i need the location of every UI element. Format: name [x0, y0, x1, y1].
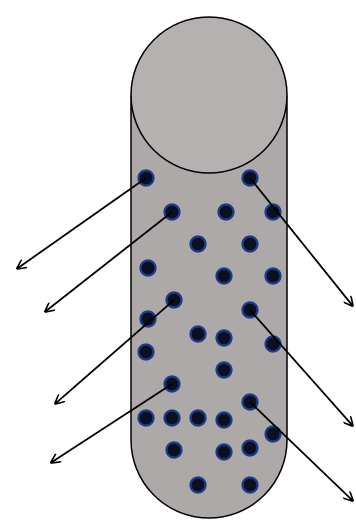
cylinder-top-cap	[131, 17, 287, 173]
particle-23	[217, 445, 232, 460]
particle-15	[266, 337, 281, 352]
particle-28	[165, 411, 180, 426]
particle-14	[139, 345, 154, 360]
particle-13	[191, 327, 206, 342]
particle-30	[217, 413, 232, 428]
particle-9	[217, 269, 232, 284]
particle-8	[141, 261, 156, 276]
particle-4	[219, 205, 234, 220]
particle-25	[243, 478, 258, 493]
particle-27	[217, 331, 232, 346]
arrow-1	[18, 178, 146, 268]
particle-6	[191, 237, 206, 252]
particle-19	[139, 411, 154, 426]
particle-16	[217, 363, 232, 378]
particle-7	[243, 237, 258, 252]
particle-22	[167, 443, 182, 458]
particle-20	[191, 411, 206, 426]
particle-29	[243, 441, 258, 456]
particle-24	[191, 478, 206, 493]
particle-10	[266, 269, 281, 284]
